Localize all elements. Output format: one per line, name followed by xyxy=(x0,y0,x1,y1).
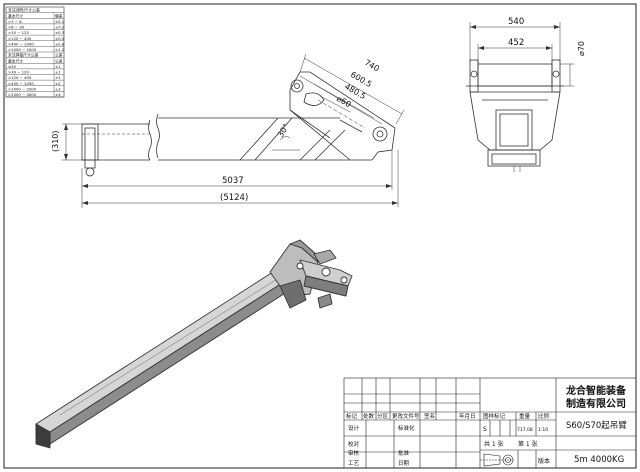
side-view xyxy=(466,59,564,172)
part-name: S60/S70起吊臂 xyxy=(566,420,627,431)
hdr-mark: 标记 xyxy=(346,412,358,420)
version-label: 版本 xyxy=(538,457,550,465)
tolerance-value: ±0.8 xyxy=(55,41,65,46)
tolerance-range: ≤30 xyxy=(8,64,17,69)
dim-5037: 5037 xyxy=(222,176,244,186)
row-date: 日期 xyxy=(398,460,410,467)
dim-5124: (5124) xyxy=(220,193,248,203)
title-block xyxy=(343,377,637,469)
hdr-doc: 更改文件号 xyxy=(392,412,420,420)
side-view-dimension-arrows xyxy=(470,25,560,50)
dim-60: ⌀60 xyxy=(335,94,352,109)
dim-452: 452 xyxy=(508,38,524,48)
tolerance-range: 基本尺寸 xyxy=(8,58,23,63)
tolerance-value: ±1.2 xyxy=(55,47,65,52)
front-view xyxy=(81,71,396,177)
tolerance-range: >30 ~ 120 xyxy=(8,70,29,75)
tolerance-range: >1000 ~ 2000 xyxy=(8,86,37,91)
company-name-line2: 制造有限公司 xyxy=(566,397,626,410)
weight-label: 重量 xyxy=(519,412,531,420)
tolerance-value: 偏差 xyxy=(55,13,63,18)
tolerance-value: 公差 xyxy=(55,53,63,58)
dim-740: 740 xyxy=(363,58,381,73)
tolerance-range: 基本尺寸 xyxy=(8,13,23,18)
sheets-total: 共 1 张 xyxy=(484,440,504,448)
row-check: 校对 xyxy=(348,440,360,448)
scale-label: 比例 xyxy=(538,412,550,420)
row-audit: 审核 xyxy=(348,449,360,457)
scale-value: 1:10 xyxy=(538,427,548,433)
tolerance-value: ±3 xyxy=(55,86,61,91)
hdr-sign: 签名 xyxy=(424,412,435,420)
tolerance-value: ±0.1 xyxy=(55,19,65,24)
tolerance-table-title: 未注线性尺寸公差 xyxy=(8,7,40,13)
tolerance-value: ±1 xyxy=(55,64,61,69)
tolerance-range: >400 ~ 1000 xyxy=(8,41,34,46)
hdr-zone: 分区 xyxy=(377,412,389,420)
tolerance-value: ±4 xyxy=(55,92,61,97)
part-spec: 5m 4000KG xyxy=(574,455,624,465)
front-view-dimensions xyxy=(62,53,405,208)
row-process: 工艺 xyxy=(348,460,360,467)
dim-540: 540 xyxy=(508,17,524,27)
side-view-dimensions xyxy=(469,22,574,87)
row-std: 标准化 xyxy=(398,424,415,432)
front-view-dimension-arrows xyxy=(64,124,398,205)
tolerance-range: 未注焊接尺寸公差 xyxy=(8,53,39,58)
tolerance-range: >1000 ~ 2000 xyxy=(8,47,37,52)
dim-30deg: 30° xyxy=(276,122,291,139)
tolerance-value: ±0.3 xyxy=(55,30,65,35)
tolerance-range: >6 ~ 30 xyxy=(8,25,25,30)
hdr-count: 处数 xyxy=(363,412,375,420)
weight-value: 717.08 xyxy=(517,427,533,433)
stage-label: 图样标记 xyxy=(483,412,506,420)
dim-310: (310) xyxy=(51,130,60,152)
row-approve: 批准 xyxy=(398,449,410,457)
tolerance-range: >120 ~ 400 xyxy=(8,36,32,41)
tolerance-value: ±1 xyxy=(55,70,61,75)
tolerance-range: >30 ~ 120 xyxy=(8,30,29,35)
dim-70: ⌀70 xyxy=(577,41,586,56)
row-design: 设计 xyxy=(348,424,360,432)
sheet-no: 第 1 张 xyxy=(518,440,538,448)
tolerance-value: ±1 xyxy=(55,75,61,80)
tolerance-value: 公差 xyxy=(55,58,63,63)
tolerance-value: ±2 xyxy=(55,81,61,86)
tolerance-range: >120 ~ 400 xyxy=(8,75,32,80)
tolerance-range: >400 ~ 1000 xyxy=(8,81,34,86)
isometric-view xyxy=(35,239,353,449)
hdr-date: 年月日 xyxy=(459,412,476,420)
tolerance-value: ±0.5 xyxy=(55,36,65,41)
company-name-line1: 龙合智能装备 xyxy=(565,384,627,397)
sheet-border xyxy=(3,3,637,469)
tolerance-range: >3 ~ 6 xyxy=(8,19,22,24)
projection-symbol-icon xyxy=(480,453,514,467)
tolerance-value: ±0.2 xyxy=(55,25,65,30)
tolerance-range: >2000 ~ 4000 xyxy=(8,92,37,97)
stage-value: S xyxy=(483,426,487,433)
